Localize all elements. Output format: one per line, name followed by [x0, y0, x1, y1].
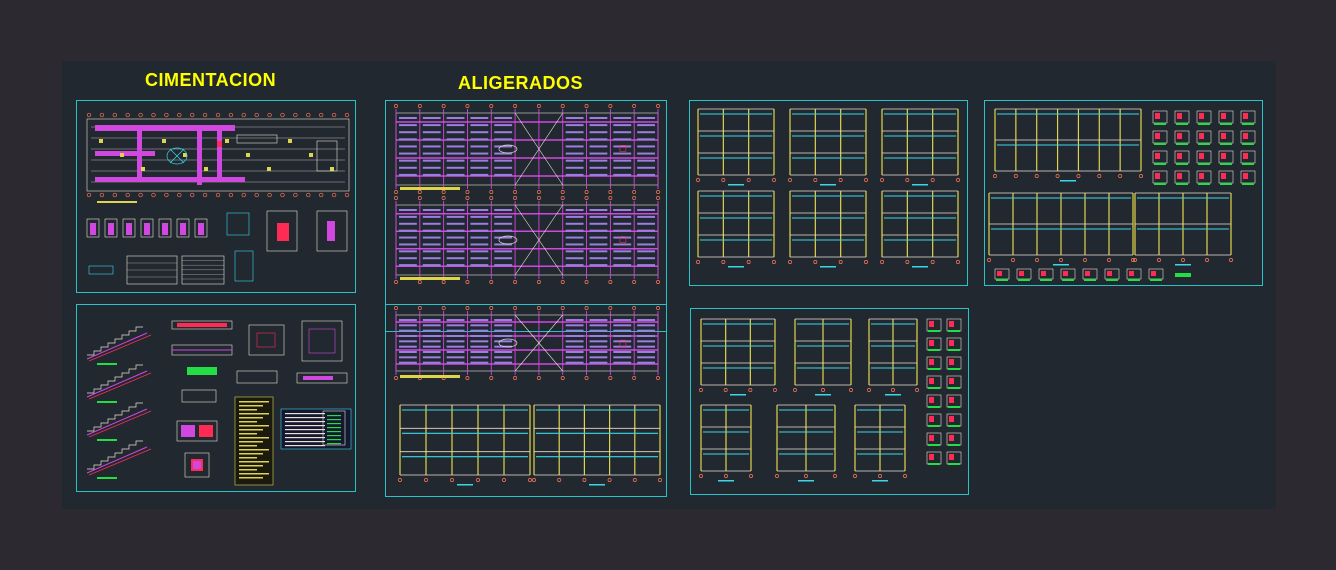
cimentacion-drawing — [86, 112, 350, 285]
porticos-2-drawing — [699, 318, 962, 482]
aligerado-2-drawing — [394, 306, 662, 486]
model-space-canvas[interactable]: CIMENTACION ALIGERADOS — [62, 61, 1276, 509]
sheet-aligerado-1[interactable] — [385, 100, 667, 332]
sheet-porticos-2[interactable] — [690, 308, 969, 495]
sheet-escaleras-detalles[interactable] — [76, 304, 356, 492]
sheet-porticos-3[interactable] — [984, 100, 1263, 286]
cimentacion-title: CIMENTACION — [145, 70, 277, 90]
sheet-cimentacion-plan[interactable] — [76, 100, 356, 293]
porticos-3-drawing — [987, 108, 1256, 281]
porticos-1-drawing — [696, 108, 960, 268]
sheet-aligerado-2[interactable] — [385, 304, 667, 497]
aligerados-title: ALIGERADOS — [458, 73, 584, 93]
sheet-porticos-1[interactable] — [689, 100, 968, 286]
escaleras-drawing — [86, 320, 352, 486]
aligerado-1-drawing — [394, 104, 660, 284]
